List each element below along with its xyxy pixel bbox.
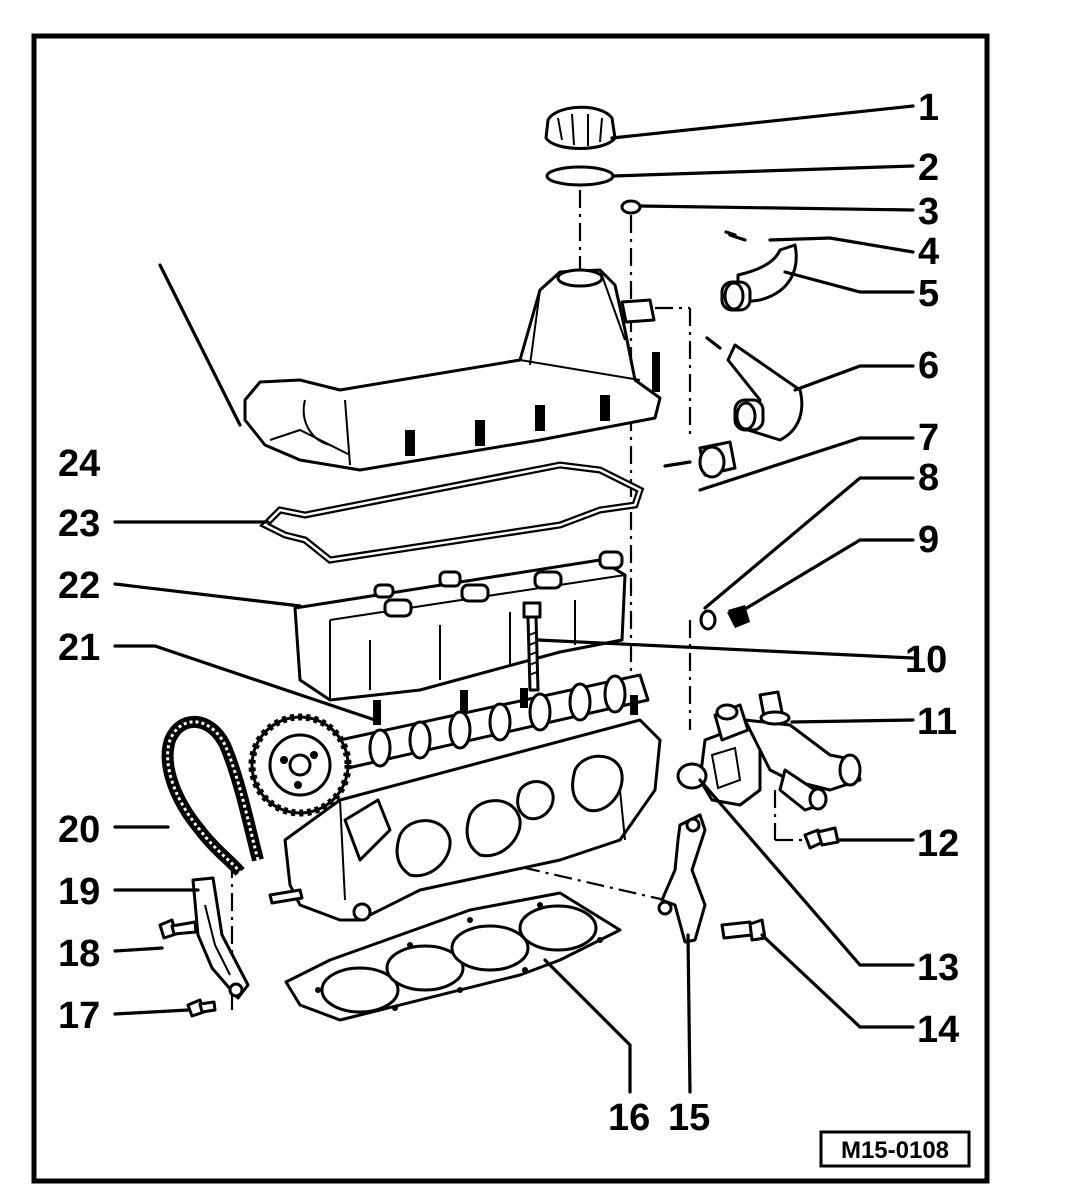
callout-22: 22: [58, 565, 100, 607]
callout-1: 1: [918, 87, 939, 129]
bolt-12: [803, 826, 840, 850]
callout-21: 21: [58, 627, 100, 669]
bolt-18: [158, 918, 198, 940]
lifting-eye: [657, 813, 707, 944]
diagram-frame: [31, 33, 990, 1184]
callout-11: 11: [917, 701, 957, 743]
valve-cover: [243, 268, 662, 472]
coolant-hose: [705, 336, 804, 442]
callout-15: 15: [668, 1097, 710, 1139]
valve-cover-gasket: [259, 461, 645, 564]
callout-12: 12: [917, 823, 959, 865]
leader-lines: [113, 104, 915, 1094]
bearing-housing: [293, 550, 627, 702]
small-seal: [620, 199, 642, 215]
callout-numbers: 1 2 3 4 5 6 7 8 9 10 11 12 13 14 15 16 1…: [58, 87, 959, 1139]
cylinder-head: [248, 673, 662, 922]
callout-4: 4: [918, 231, 939, 273]
oil-filler-cap: [544, 105, 617, 150]
callout-5: 5: [918, 273, 939, 315]
reference-label: M15-0108: [819, 1130, 971, 1168]
callout-9: 9: [918, 519, 939, 561]
flange-gasket: [676, 762, 708, 790]
callout-17: 17: [58, 995, 100, 1037]
bolt-14: [720, 918, 767, 942]
rear-cover: [191, 876, 250, 1000]
filler-cap-seal: [545, 165, 615, 187]
head-gasket: [284, 891, 622, 1022]
breather-hose: [720, 230, 798, 312]
callout-8: 8: [918, 457, 939, 499]
callout-6: 6: [918, 345, 939, 387]
assembly-axes: [230, 190, 805, 1010]
callout-18: 18: [58, 933, 100, 975]
callout-2: 2: [918, 147, 939, 189]
callout-19: 19: [58, 871, 100, 913]
reference-code: M15-0108: [841, 1137, 949, 1164]
cylinder-head-bolt: [522, 601, 542, 692]
sealing-ring: [699, 609, 717, 631]
callout-7: 7: [918, 417, 939, 459]
callout-23: 23: [58, 503, 100, 545]
callout-10: 10: [905, 639, 947, 681]
coolant-flange: [698, 690, 862, 812]
callout-14: 14: [917, 1009, 959, 1051]
hose-stub: [663, 440, 737, 479]
bolt-17: [186, 998, 217, 1018]
callout-24: 24: [58, 443, 100, 485]
callout-16: 16: [608, 1097, 650, 1139]
callout-13: 13: [917, 947, 959, 989]
timing-belt: [161, 715, 264, 876]
callout-20: 20: [58, 809, 100, 851]
callout-3: 3: [918, 191, 939, 233]
